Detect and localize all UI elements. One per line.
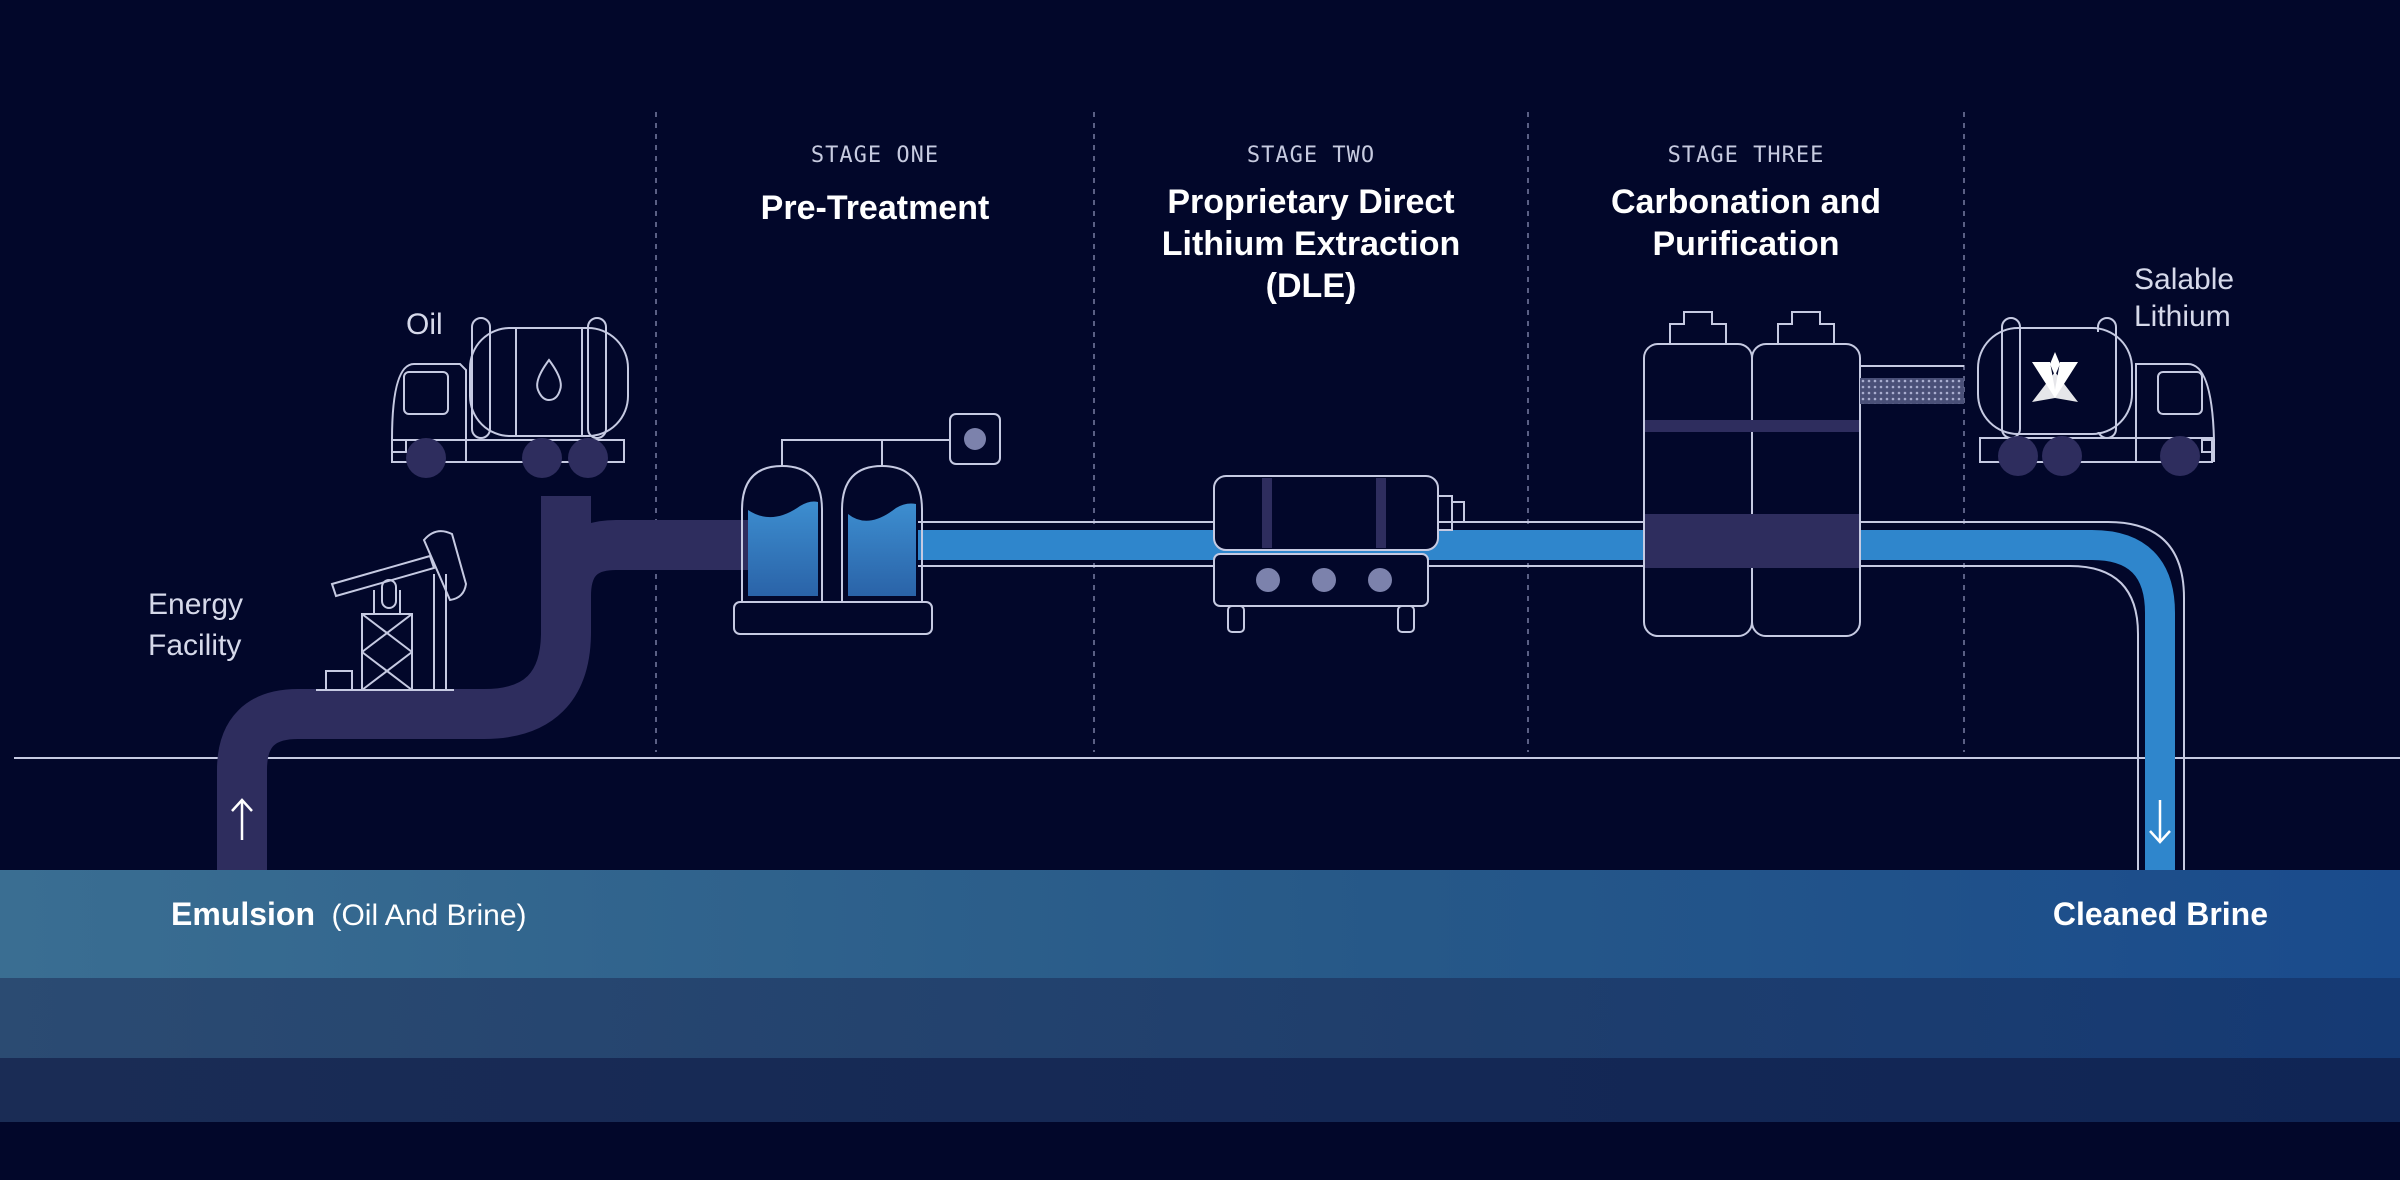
pre-treatment-unit (733, 413, 1001, 635)
stage-dividers (655, 112, 1965, 752)
oil-drop-icon (536, 358, 562, 402)
reservoir (0, 870, 2400, 1122)
cleaned-brine-label: Cleaned Brine (2053, 896, 2268, 932)
salable-lithium-label: Salable (2134, 263, 2234, 296)
lithium-truck-wheels (1998, 436, 2200, 476)
company-logo-icon (2032, 352, 2078, 402)
pump-jack-icon (316, 530, 468, 691)
oil-truck-icon (391, 317, 629, 463)
carbonation-unit (1643, 311, 1964, 637)
up-arrow-icon (231, 798, 253, 840)
stage-title-line: Carbonation and (1611, 183, 1881, 221)
emulsion-label-bold: Emulsion (171, 896, 315, 932)
stage-three-heading: STAGE THREE Carbonation and Purification (1611, 143, 1881, 263)
emulsion-pipe (217, 496, 756, 870)
stage-title-line: (DLE) (1266, 267, 1357, 305)
salable-lithium-label: Lithium (2134, 300, 2231, 333)
stage-label: STAGE THREE (1668, 143, 1825, 168)
energy-facility-label: Energy (148, 588, 243, 621)
stage-title-line: Proprietary Direct (1167, 183, 1454, 221)
emulsion-label-note: (Oil And Brine) (331, 899, 526, 932)
brine-pipe (918, 530, 2175, 870)
reservoir-band-mid (0, 978, 2400, 1058)
stage-title-line: Pre-Treatment (761, 189, 990, 227)
reservoir-band-low (0, 1058, 2400, 1122)
stage-title-line: Purification (1652, 225, 1839, 263)
stage-two-heading: STAGE TWO Proprietary Direct Lithium Ext… (1162, 143, 1460, 305)
energy-facility-label: Facility (148, 629, 241, 662)
down-arrow-icon (2149, 800, 2171, 844)
dle-unit (1213, 475, 1465, 633)
stage-label: STAGE ONE (811, 143, 939, 168)
lithium-truck-icon (1977, 317, 2215, 463)
emulsion-label: Emulsion (Oil And Brine) (171, 896, 527, 932)
oil-truck-wheels (406, 438, 608, 478)
stage-one-heading: STAGE ONE Pre-Treatment (761, 143, 990, 227)
stage-title-line: Lithium Extraction (1162, 225, 1460, 263)
oil-label: Oil (406, 308, 443, 341)
reservoir-band-top (0, 870, 2400, 978)
brine-pipe-outline (918, 521, 2185, 870)
stage-label: STAGE TWO (1247, 143, 1375, 168)
